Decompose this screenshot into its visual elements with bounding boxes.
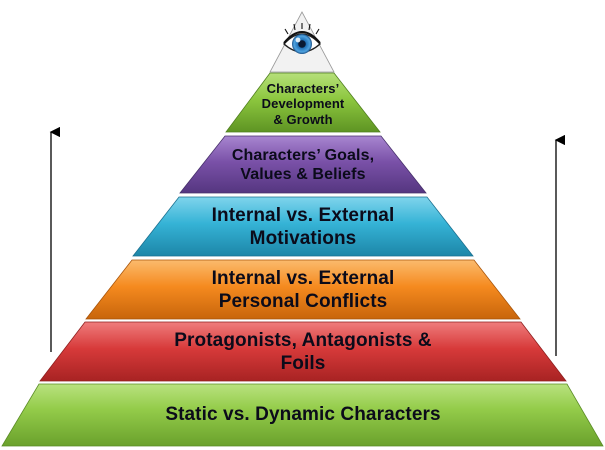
eye-icon — [283, 23, 321, 54]
tier-5-label: Protagonists, Antagonists & Foils — [174, 330, 432, 374]
tier-6-shape — [1, 383, 604, 447]
tier-3-shape — [132, 196, 474, 257]
tier-2-shape — [179, 135, 427, 194]
tier-6-label: Static vs. Dynamic Characters — [165, 403, 441, 425]
pyramid-apex — [269, 11, 335, 73]
tier-1-shape — [225, 72, 381, 133]
tier-3-label: Internal vs. External Motivations — [211, 205, 395, 249]
tier-2-label: Characters’ Goals, Values & Beliefs — [231, 146, 375, 183]
tier-4-shape — [85, 259, 521, 320]
tier-1-label: Characters’ Development & Growth — [261, 81, 345, 127]
tier-5-shape — [39, 321, 567, 382]
tier-4-label: Internal vs. External Personal Conflicts — [211, 268, 395, 312]
